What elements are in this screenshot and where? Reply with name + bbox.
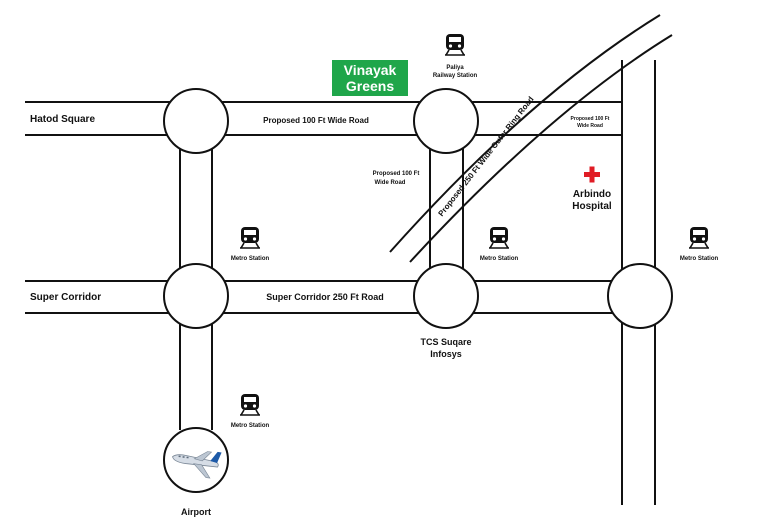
station-palliya: Paliya Railway Station <box>433 33 478 79</box>
label-proposed-100-top: Proposed 100 Ft Wide Road <box>263 116 369 125</box>
label-metro-4: Metro Station <box>231 423 270 429</box>
station-metro-3: Metro Station <box>680 226 719 262</box>
label-proposed-100-mid-line1: Proposed 100 Ft <box>373 171 420 177</box>
label-proposed-100-right-line1: Proposed 100 Ft <box>571 116 610 122</box>
label-metro-2: Metro Station <box>480 256 519 262</box>
label-hospital-line1: Arbindo <box>573 189 611 200</box>
train-icon <box>239 393 261 416</box>
junctions <box>163 88 673 493</box>
junction-right <box>607 263 673 329</box>
brand-line2: Greens <box>346 78 394 94</box>
hospital: Arbindo Hospital <box>572 166 612 212</box>
station-metro-4: Metro Station <box>231 393 270 429</box>
outer-ring-road-edge-a <box>389 14 661 253</box>
station-metro-1: Metro Station <box>231 226 270 262</box>
label-metro-1: Metro Station <box>231 256 270 262</box>
label-super-corridor: Super Corridor <box>30 292 101 303</box>
junction-palliya <box>413 88 479 154</box>
label-super-corridor-road: Super Corridor 250 Ft Road <box>266 292 384 302</box>
brand-badge: Vinayak Greens <box>332 60 408 96</box>
label-hatod-square: Hatod Square <box>30 114 95 125</box>
label-airport: Airport <box>181 507 211 517</box>
label-metro-3: Metro Station <box>680 256 719 262</box>
label-proposed-100-right-line2: Wide Road <box>577 123 603 129</box>
airplane-icon <box>172 451 222 479</box>
brand-line1: Vinayak <box>344 62 397 78</box>
junction-super-corridor <box>163 263 229 329</box>
train-icon <box>239 226 261 249</box>
train-icon <box>444 33 466 56</box>
junction-tcs <box>413 263 479 329</box>
label-tcs-line1: TCS Suqare <box>420 337 471 347</box>
junction-hatod <box>163 88 229 154</box>
label-proposed-100-mid-line2: Wide Road <box>375 180 406 186</box>
label-hospital-line2: Hospital <box>572 201 612 212</box>
station-metro-2: Metro Station <box>480 226 519 262</box>
train-icon <box>488 226 510 249</box>
hospital-cross-icon <box>584 166 600 183</box>
train-icon <box>688 226 710 249</box>
label-tcs-line2: Infosys <box>430 349 462 359</box>
outer-ring-road-edge-b <box>409 34 673 263</box>
label-palliya-line1: Paliya <box>446 65 464 71</box>
label-palliya-line2: Railway Station <box>433 73 478 79</box>
